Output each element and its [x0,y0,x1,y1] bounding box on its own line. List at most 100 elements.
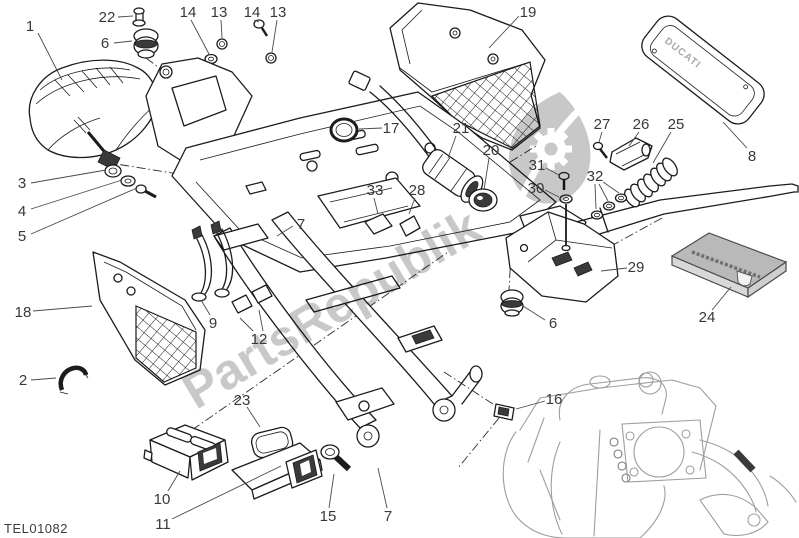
leader-line [544,189,560,198]
callout-14: 14 [180,4,197,21]
part-lock-actuator [348,70,498,212]
part-bracket-tray [231,442,323,500]
callout-29: 29 [628,259,645,276]
leader-line [628,131,640,147]
callout-7: 7 [297,216,305,233]
leader-line [600,267,628,272]
leader-line [408,197,416,215]
callout-20: 20 [483,142,500,159]
leader-line [483,157,490,191]
fasteners-nuts-washers [204,19,277,65]
part-retaining-clip [58,365,89,395]
part-seat-pad: DUCATI [641,15,765,125]
callout-32: 32 [587,168,604,185]
callout-15: 15 [320,508,337,525]
part-rubber-mount-rear [500,289,524,317]
leader-line [545,167,560,176]
callout-6: 6 [549,315,557,332]
leader-line [167,470,181,492]
fastener-bolt-15 [320,444,352,472]
leader-line [37,32,63,81]
callout-22: 22 [99,9,116,26]
callout-4: 4 [18,203,26,220]
callout-10: 10 [154,491,171,508]
leader-line [602,181,620,194]
leader-line [358,127,383,130]
leader-line [377,467,388,509]
callout-1: 1 [26,18,34,35]
part-rubber-block [143,424,229,481]
callout-6: 6 [101,35,109,52]
leader-line [200,299,211,316]
leader-line [447,135,457,159]
leader-line [328,473,335,509]
leader-line [30,377,57,381]
callout-21: 21 [453,120,470,137]
part-latch-spring-set [590,137,678,220]
leader-line [598,131,603,143]
parts-lineart: DUCATI [28,2,799,500]
leader-line [594,183,597,210]
part-adhesive-pads-12 [231,284,273,314]
callout-5: 5 [18,228,26,245]
document-code: TEL01082 [4,521,68,536]
leader-line [522,305,546,321]
leader-line [30,169,107,184]
leader-line [515,400,546,410]
leader-line [276,225,294,237]
callout-26: 26 [633,116,650,133]
leader-line [258,309,264,332]
callout-2: 2 [19,372,27,389]
part-seat-cowl [28,59,159,171]
leader-line [117,15,134,18]
callout-18: 18 [15,304,32,321]
callout-27: 27 [594,116,611,133]
part-retaining-hooks [191,220,234,302]
callout-12: 12 [251,331,268,348]
manual-title-text-illegible [691,250,761,279]
callout-3: 3 [18,175,26,192]
leader-line [239,317,254,332]
gear-droplet-icon [508,92,591,204]
callout-8: 8 [748,148,756,165]
callout-30: 30 [528,180,545,197]
leader-line [711,286,732,311]
leader-line [32,305,93,312]
leader-line [598,183,609,202]
leader-line [30,179,123,210]
part-side-panel [92,251,206,386]
part-adhesive-pads-33-28 [364,213,421,237]
callout-31: 31 [529,157,546,174]
callout-13: 13 [270,4,287,21]
part-gasket-ring [329,117,359,143]
callout-25: 25 [668,116,685,133]
callout-14: 14 [244,4,261,21]
leader-line [722,121,748,149]
spring-25 [624,157,678,208]
part-rear-subframe [145,57,799,448]
leader-line [190,19,210,55]
callout-28: 28 [409,182,426,199]
leader-line [253,19,260,23]
leader-line [30,187,138,235]
callout-11: 11 [155,516,171,533]
leader-line [373,197,379,215]
leader-line [488,15,520,49]
leader-line [113,40,133,44]
callout-24: 24 [699,309,716,326]
leader-line [246,406,261,428]
leader-line [271,19,278,53]
callout-13: 13 [211,4,228,21]
fastener-grommet-washer-screw [104,164,157,199]
leader-line [171,465,282,520]
callout-9: 9 [209,315,217,332]
leader-line [652,131,672,164]
leader-line [220,19,223,39]
callout-7: 7 [384,508,392,525]
callout-33: 33 [367,182,384,199]
callout-23: 23 [234,392,251,409]
callout-16: 16 [546,391,563,408]
callout-17: 17 [383,120,400,137]
